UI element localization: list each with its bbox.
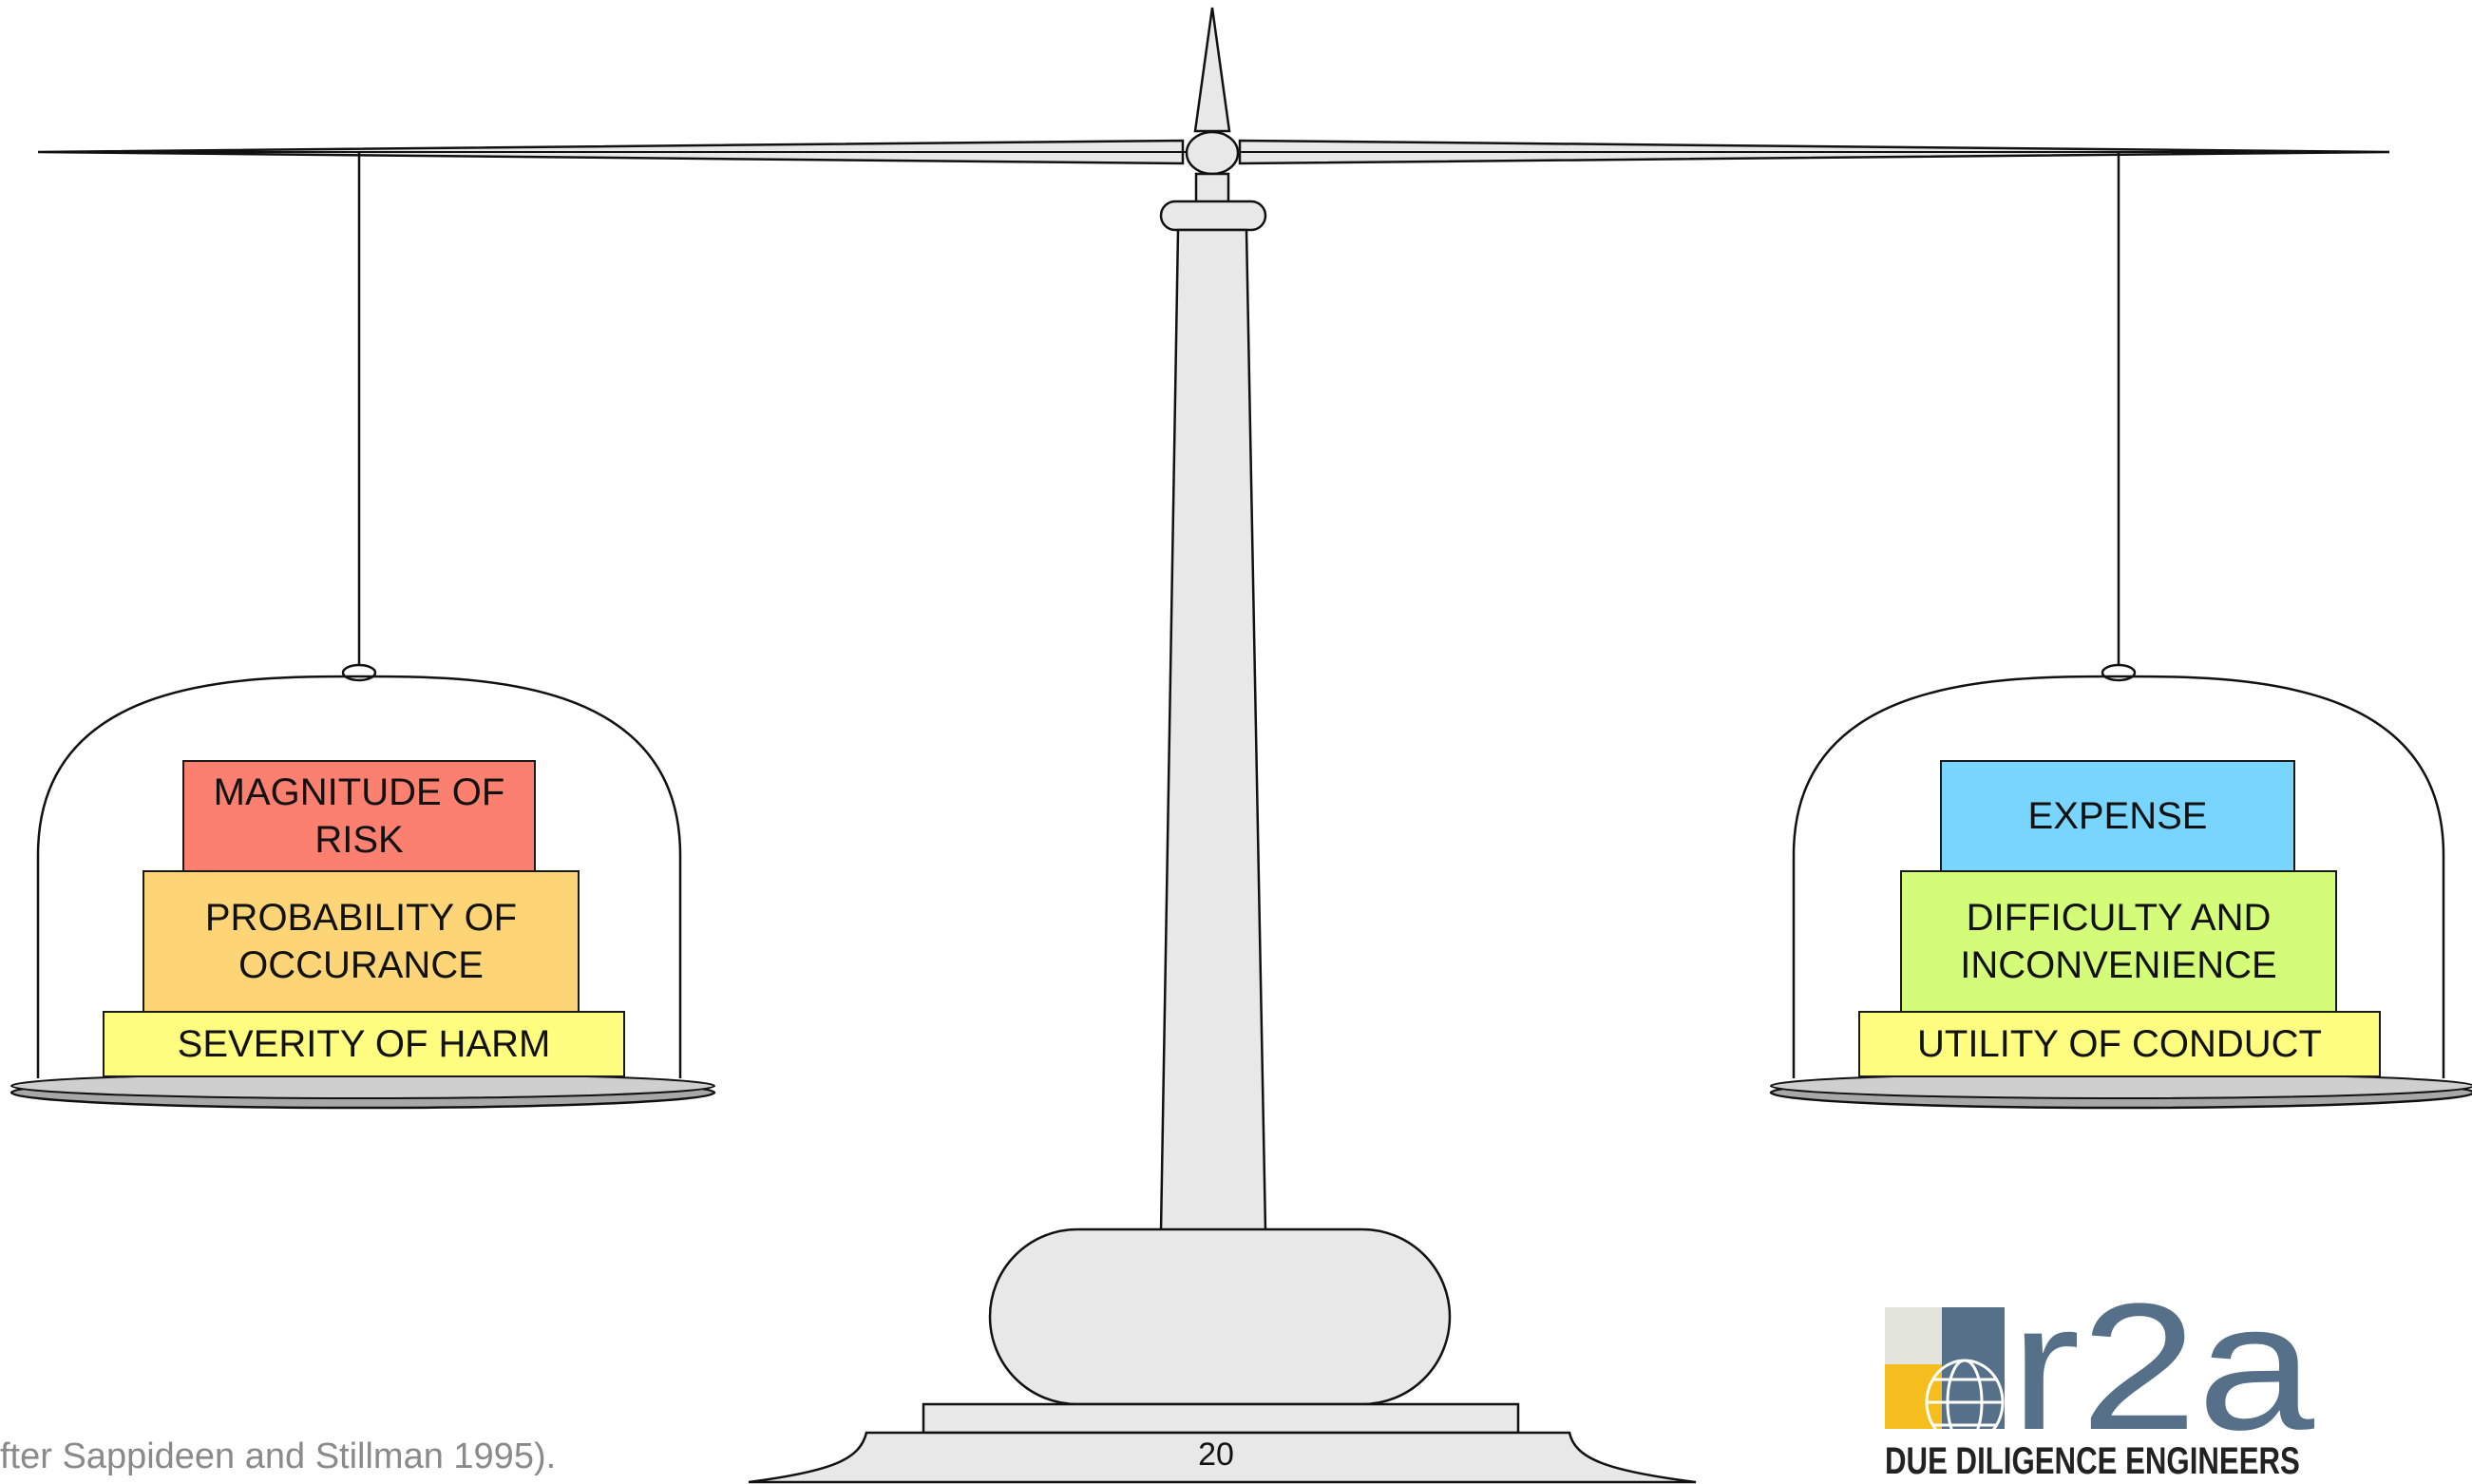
scale-column [1161, 230, 1265, 1231]
scale-collar [1161, 201, 1265, 230]
block-severity-of-harm-label: SEVERITY OF HARM [178, 1020, 551, 1068]
r2a-logo-mark: r2a [1885, 1266, 2314, 1468]
scale-base-step [923, 1404, 1518, 1433]
block-probability-of-occurance: PROBABILITY OF OCCURANCE [143, 870, 580, 1013]
block-difficulty-and-inconvenience-label: DIFFICULTY AND INCONVENIENCE [1960, 894, 2276, 989]
block-expense-label: EXPENSE [2028, 792, 2208, 840]
page-number: 20 [1178, 1436, 1254, 1474]
source-caption: fter Sappideen and Stillman 1995). [0, 1436, 556, 1477]
block-utility-of-conduct-label: UTILITY OF CONDUCT [1917, 1020, 2322, 1068]
scale-base-block [990, 1229, 1450, 1404]
scale-spike [1195, 8, 1229, 131]
block-utility-of-conduct: UTILITY OF CONDUCT [1858, 1011, 2381, 1077]
block-magnitude-of-risk-label: MAGNITUDE OF RISK [214, 769, 505, 864]
logo-wordmark: r2a [2010, 1266, 2314, 1468]
block-difficulty-and-inconvenience: DIFFICULTY AND INCONVENIENCE [1900, 870, 2337, 1013]
scale-pivot [1187, 132, 1238, 174]
block-expense: EXPENSE [1940, 760, 2295, 872]
block-probability-of-occurance-label: PROBABILITY OF OCCURANCE [205, 894, 517, 989]
logo-tagline: DUE DILIGENCE ENGINEERS [1885, 1440, 2226, 1483]
block-severity-of-harm: SEVERITY OF HARM [103, 1011, 625, 1077]
block-magnitude-of-risk: MAGNITUDE OF RISK [182, 760, 536, 872]
